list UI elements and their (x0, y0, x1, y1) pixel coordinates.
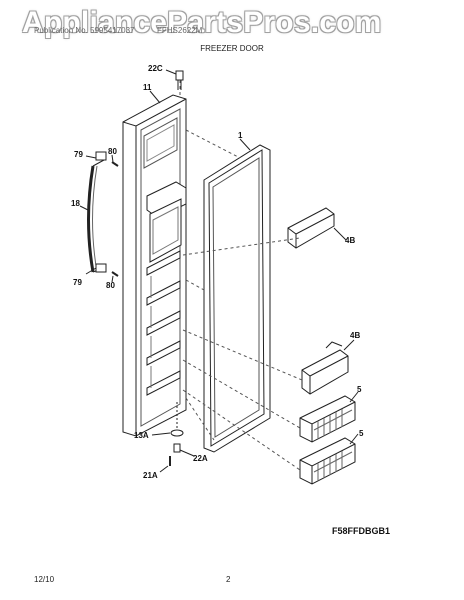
callout-4B-lower: 4B (350, 331, 360, 340)
callout-5-upper: 5 (357, 385, 362, 394)
callout-80-upper: 80 (108, 147, 117, 156)
callout-4B-upper: 4B (345, 236, 355, 245)
ice-basket-lower (299, 437, 356, 485)
publication-line: Publication No. 5995417037 FFHS2622M (34, 26, 202, 35)
callout-22C: 22C (148, 64, 163, 73)
exploded-view-guides (179, 80, 303, 471)
callout-13A: 13A (134, 431, 149, 440)
callout-22A: 22A (193, 454, 208, 463)
bottom-hinge-parts (169, 402, 184, 466)
callout-21A: 21A (143, 471, 158, 480)
callout-1: 1 (238, 131, 243, 140)
callout-18: 18 (71, 199, 80, 208)
drawing-id: F58FFDBGB1 (332, 526, 391, 536)
watermark: AppliancePartsPros.com (22, 6, 382, 39)
door-bin-upper (287, 207, 335, 249)
door-gasket (203, 144, 271, 453)
callout-5-lower: 5 (359, 429, 364, 438)
door-bin-lower (301, 341, 349, 395)
publication-number: Publication No. 5995417037 (34, 26, 135, 35)
callout-79-upper: 79 (74, 150, 83, 159)
leader-lines (79, 69, 359, 473)
freezer-door-panel (122, 94, 187, 437)
footer-date: 12/10 (34, 575, 55, 584)
callout-11: 11 (143, 83, 152, 92)
callout-79-lower: 79 (73, 278, 82, 287)
ice-basket-upper (299, 395, 356, 443)
callout-80-lower: 80 (106, 281, 115, 290)
section-title: FREEZER DOOR (200, 44, 264, 53)
footer-page-number: 2 (226, 575, 231, 584)
door-handle (87, 151, 107, 273)
model-number: FFHS2622M (157, 26, 203, 35)
